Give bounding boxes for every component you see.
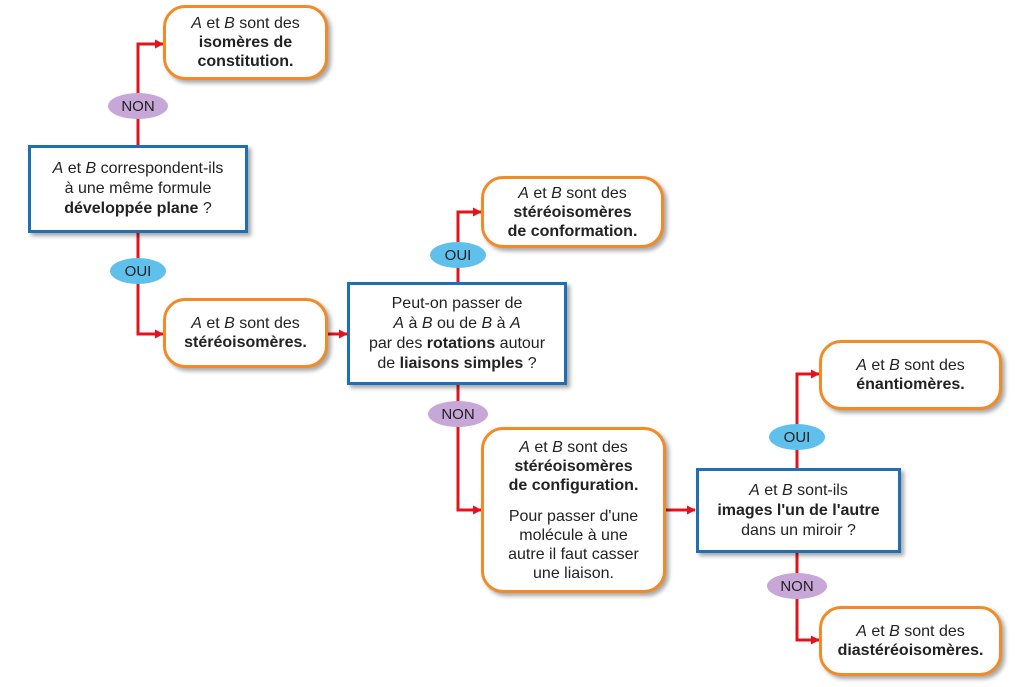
result-enantiomers: A et B sont des énantiomères. [819, 340, 1002, 410]
result-configuration: A et B sont des stéréoisomères de config… [481, 427, 666, 593]
question-same-formula: A et B correspondent-ils à une même form… [28, 145, 248, 233]
arrow-q3-to-enantio [795, 369, 820, 468]
label-non-q1: NON [108, 93, 168, 119]
result-stereoisomers: A et B sont des stéréoisomères. [163, 298, 328, 368]
label-non-q3: NON [767, 573, 827, 599]
label-oui-q3: OUI [769, 424, 825, 450]
label-oui-q2: OUI [430, 242, 486, 268]
question-mirror-images: A et B sont-ils images l'un de l'autre d… [696, 468, 901, 553]
result-conformation: A et B sont des stéréoisomères de confor… [481, 176, 664, 248]
label-non-q2: NON [428, 401, 488, 427]
question-rotation: Peut-on passer de A à B ou de B à A par … [347, 282, 567, 385]
result-diastereoisomers: A et B sont des diastéréoisomères. [819, 606, 1002, 676]
result-constitution-isomers: A et B sont des isomères de constitution… [163, 5, 328, 80]
label-oui-q1: OUI [110, 258, 166, 284]
